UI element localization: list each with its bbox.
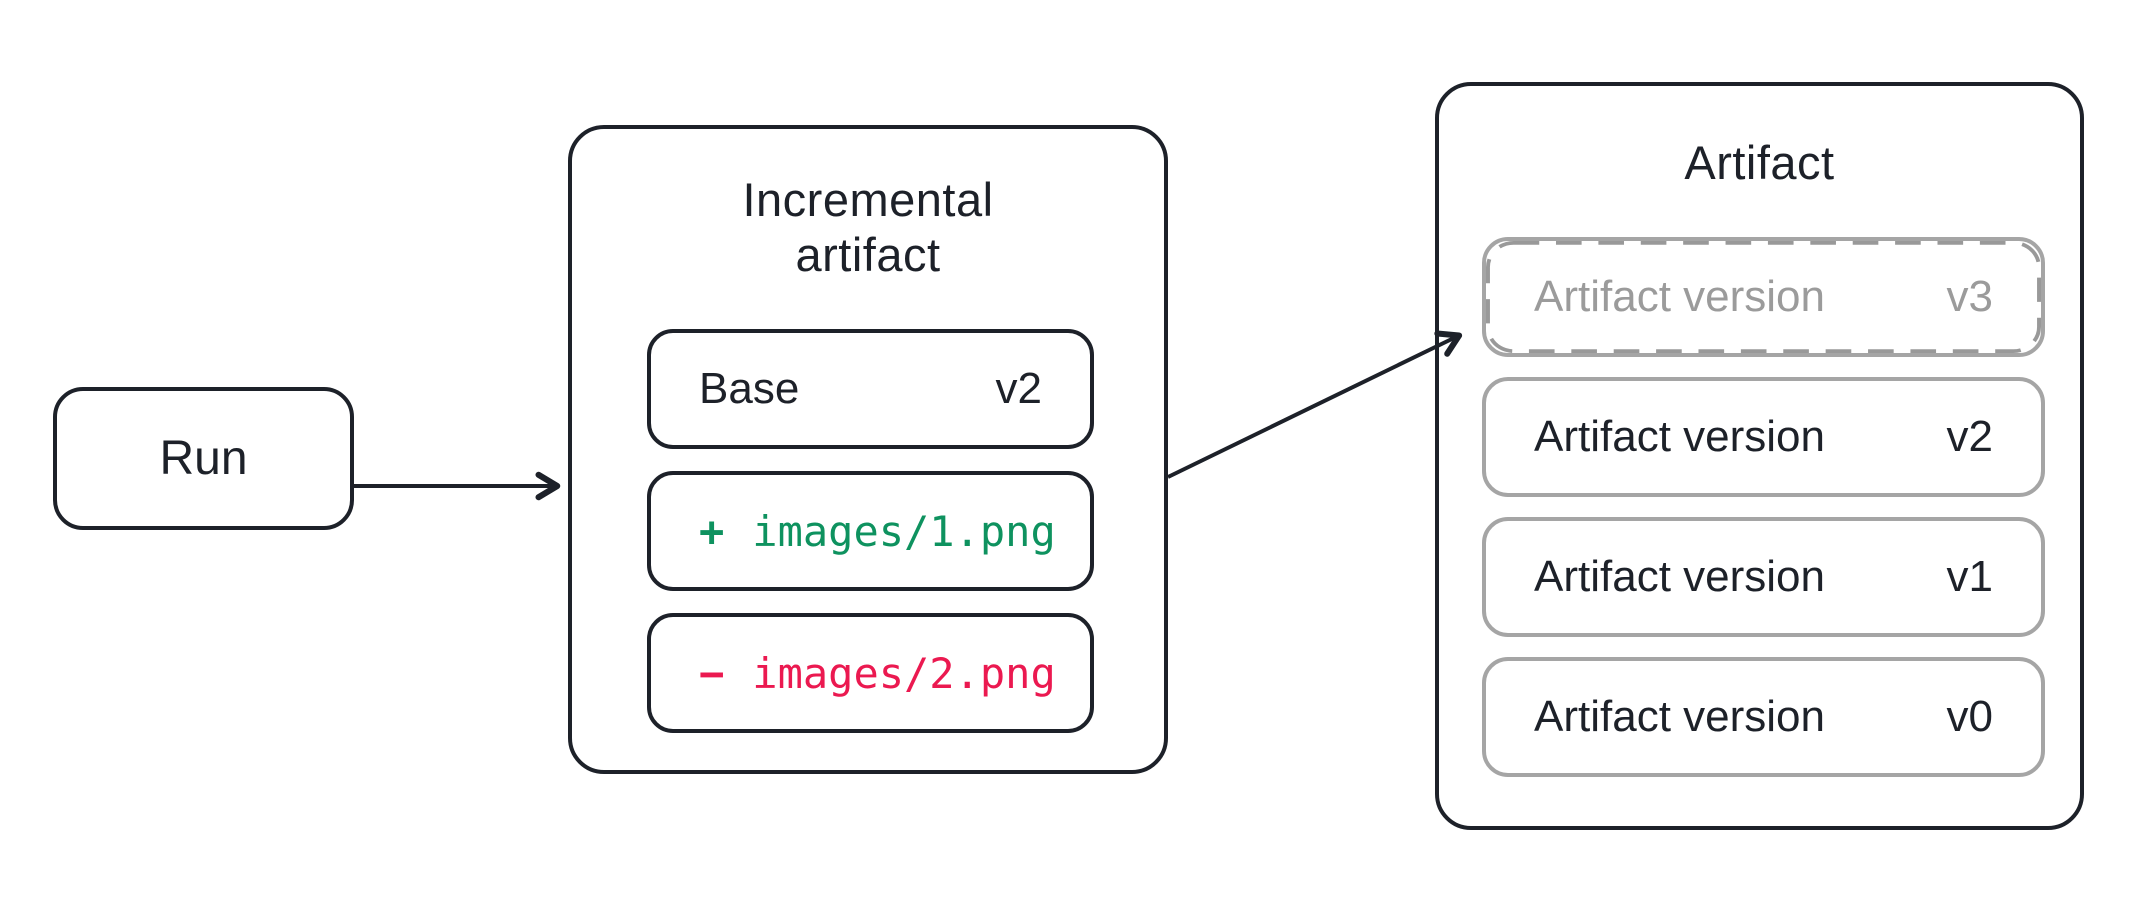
artifact-version-label: Artifact version bbox=[1534, 692, 1825, 741]
incremental-to-artifact-arrow bbox=[1167, 330, 1463, 479]
base-version-chip: Base v2 bbox=[647, 329, 1094, 449]
artifact-version-value: v2 bbox=[1946, 412, 1993, 461]
removed-file-chip: − images/2.png bbox=[647, 613, 1094, 733]
incremental-title-line2: artifact bbox=[795, 227, 941, 281]
artifact-version-row-v0: Artifact version v0 bbox=[1482, 657, 2045, 777]
added-file-chip: + images/1.png bbox=[647, 471, 1094, 591]
artifact-version-row-v2: Artifact version v2 bbox=[1482, 377, 2045, 497]
artifact-title: Artifact bbox=[1684, 136, 1835, 189]
artifact-version-value: v1 bbox=[1946, 552, 1993, 601]
dashed-pending-border bbox=[1486, 241, 2041, 353]
incremental-artifact-title: Incremental artifact bbox=[572, 173, 1164, 282]
added-file-path: images/1.png bbox=[752, 506, 1056, 556]
incremental-artifact-node: Incremental artifact Base v2 + images/1.… bbox=[568, 125, 1168, 774]
run-node: Run bbox=[53, 387, 354, 530]
base-version-value: v2 bbox=[995, 364, 1042, 413]
artifact-version-value: v0 bbox=[1946, 692, 1993, 741]
artifact-node: Artifact Artifact version v3 Artifact ve… bbox=[1435, 82, 2084, 830]
artifact-version-value: v3 bbox=[1946, 272, 1993, 321]
artifact-version-label: Artifact version bbox=[1534, 552, 1825, 601]
artifact-version-label: Artifact version bbox=[1534, 412, 1825, 461]
artifact-version-row-v1: Artifact version v1 bbox=[1482, 517, 2045, 637]
artifact-version-row-v3-pending: Artifact version v3 bbox=[1482, 237, 2045, 357]
incremental-title-line1: Incremental bbox=[742, 173, 994, 226]
base-label: Base bbox=[699, 364, 800, 413]
run-label: Run bbox=[159, 432, 248, 485]
removed-file-path: images/2.png bbox=[752, 648, 1056, 698]
artifact-version-label: Artifact version bbox=[1534, 272, 1825, 321]
minus-sign-icon: − bbox=[699, 648, 725, 698]
plus-sign-icon: + bbox=[699, 506, 725, 556]
